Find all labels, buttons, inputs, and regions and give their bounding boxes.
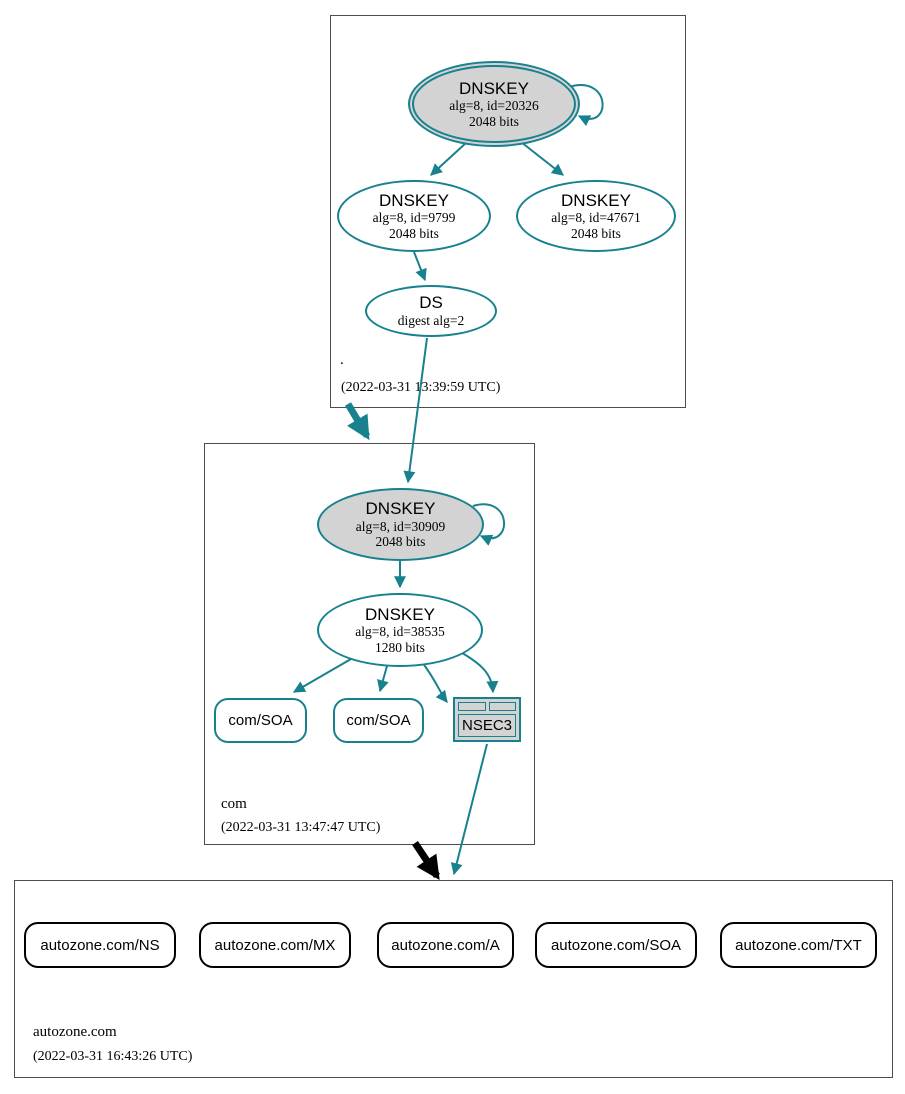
node-com-nsec3[interactable]: NSEC3: [453, 697, 521, 742]
node-com-soa-right[interactable]: com/SOA: [333, 698, 424, 743]
node-title: DNSKEY: [459, 78, 529, 98]
node-detail: alg=8, id=38535: [355, 624, 445, 640]
node-autozone-mx[interactable]: autozone.com/MX: [199, 922, 351, 968]
autozone-zone-label: autozone.com: [33, 1024, 117, 1040]
root-zone-timestamp: (2022-03-31 13:39:59 UTC): [341, 380, 501, 395]
root-ksk-inner-ring: DNSKEY alg=8, id=20326 2048 bits: [412, 65, 576, 143]
node-detail: digest alg=2: [397, 313, 465, 329]
nsec3-top-row: [458, 702, 516, 711]
node-title: DNSKEY: [379, 190, 449, 210]
edge-delegation-com-to-autozone: [412, 841, 440, 880]
nsec3-cell: [488, 702, 516, 711]
node-detail: alg=8, id=9799: [372, 210, 456, 226]
node-autozone-ns[interactable]: autozone.com/NS: [24, 922, 176, 968]
node-com-soa-left[interactable]: com/SOA: [214, 698, 307, 743]
node-com-zsk-38535[interactable]: DNSKEY alg=8, id=38535 1280 bits: [317, 593, 483, 667]
node-detail: alg=8, id=20326: [449, 98, 539, 114]
node-title: DNSKEY: [365, 499, 436, 519]
nsec3-cell: [458, 702, 486, 711]
zone-box-autozone: [14, 880, 893, 1078]
com-zone-label: com: [221, 796, 247, 812]
node-root-ds[interactable]: DS digest alg=2: [365, 285, 497, 337]
node-detail: 2048 bits: [375, 534, 426, 550]
node-detail: alg=8, id=30909: [355, 518, 446, 534]
autozone-zone-timestamp: (2022-03-31 16:43:26 UTC): [33, 1049, 193, 1064]
node-detail: 1280 bits: [375, 639, 425, 655]
edge-delegation-root-to-com: [344, 402, 371, 441]
node-root-zsk-9799[interactable]: DNSKEY alg=8, id=9799 2048 bits: [337, 180, 491, 252]
node-title: DNSKEY: [561, 190, 631, 210]
nsec3-label: NSEC3: [458, 714, 516, 737]
node-root-zsk-47671[interactable]: DNSKEY alg=8, id=47671 2048 bits: [516, 180, 676, 252]
node-autozone-soa[interactable]: autozone.com/SOA: [535, 922, 697, 968]
node-root-ksk-20326[interactable]: DNSKEY alg=8, id=20326 2048 bits: [408, 61, 580, 147]
node-autozone-txt[interactable]: autozone.com/TXT: [720, 922, 877, 968]
node-detail: 2048 bits: [469, 113, 519, 129]
node-detail: alg=8, id=47671: [551, 210, 641, 226]
node-autozone-a[interactable]: autozone.com/A: [377, 922, 514, 968]
node-title: DNSKEY: [365, 604, 435, 624]
node-title: DS: [419, 293, 443, 313]
node-com-ksk-30909[interactable]: DNSKEY alg=8, id=30909 2048 bits: [317, 488, 484, 561]
com-zone-timestamp: (2022-03-31 13:47:47 UTC): [221, 820, 381, 835]
node-detail: 2048 bits: [389, 225, 439, 241]
root-zone-label: .: [340, 352, 344, 368]
node-detail: 2048 bits: [571, 225, 621, 241]
